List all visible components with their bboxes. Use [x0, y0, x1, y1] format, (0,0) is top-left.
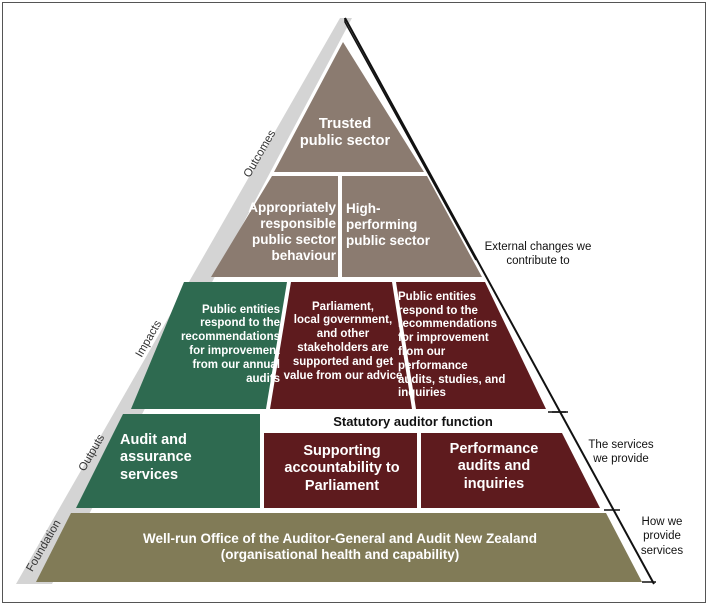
bracket-external: [344, 18, 477, 261]
output-right-block: [421, 433, 600, 508]
output-left-text: Audit and assurance services: [120, 431, 192, 483]
output-right-text: Performance audits and inquiries: [449, 440, 539, 492]
outcome-right-text: High- performing public sector: [346, 200, 431, 249]
outcome-top-text: Trusted public sector: [299, 115, 391, 149]
output-middle-text: Supporting accountability to Parliament: [284, 442, 400, 494]
outcome-left-text: Appropriately responsible public sector …: [248, 199, 336, 264]
impact-right-text: Public entities respond to the recommend…: [398, 290, 506, 400]
side-note-how: How we provide services: [640, 516, 684, 557]
side-note-external: External changes we contribute to: [484, 241, 592, 268]
foundation-block: [36, 513, 642, 582]
impact-left-block: [131, 282, 287, 409]
impact-left-text: Public entities respond to the recommend…: [180, 303, 280, 385]
outcome-top-block: [274, 42, 424, 172]
pyramid-right-edge: [344, 17, 655, 585]
output-middle-block: [264, 433, 417, 508]
foundation-text: Well-run Office of the Auditor-General a…: [142, 530, 538, 562]
impact-right-block: [396, 282, 546, 409]
outcome-right-block: [342, 176, 482, 277]
impact-middle-block: [270, 282, 412, 409]
impact-middle-text: Parliament, local government, and other …: [283, 300, 403, 382]
outcome-left-block: [211, 176, 338, 277]
side-note-services: The services we provide: [588, 439, 654, 466]
statutory-function-label: Statutory auditor function: [333, 414, 493, 429]
output-left-block: [76, 414, 260, 508]
